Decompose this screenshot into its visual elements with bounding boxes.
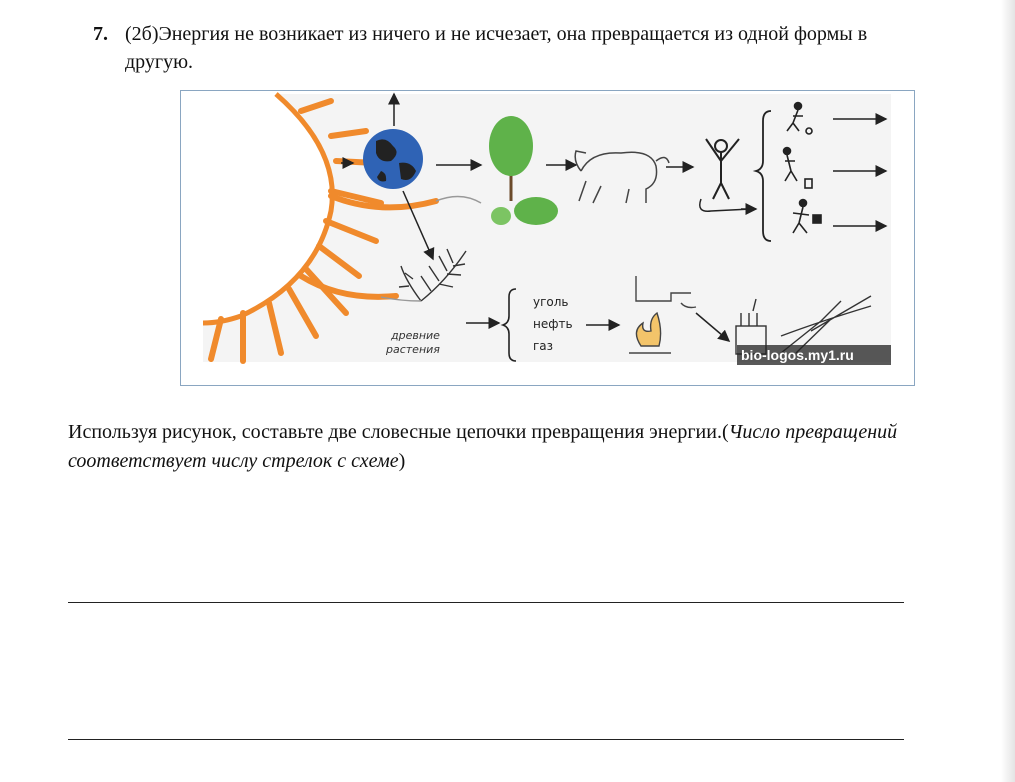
tree-icon — [435, 116, 558, 225]
instruction-text: Используя рисунок, составьте две словесн… — [68, 418, 948, 476]
energy-diagram-svg: древние растения уголь нефть газ bio-lo — [202, 92, 891, 365]
question-number: 7. — [93, 23, 108, 45]
gas-label: газ — [533, 339, 553, 353]
arrow-icon — [695, 312, 731, 342]
instruction-italic: Число превращений соответствует числу ст… — [68, 421, 898, 472]
answer-line-2[interactable] — [68, 739, 904, 740]
coal-label: уголь — [533, 295, 569, 309]
human-icon — [699, 138, 752, 212]
fuel-brace-icon — [500, 288, 517, 362]
brace-icon — [752, 110, 772, 242]
instruction-normal: Используя рисунок, составьте две словесн… — [68, 421, 729, 443]
fire-icon — [629, 276, 697, 354]
arrow-icon — [402, 190, 435, 261]
sun-icon — [202, 92, 439, 364]
watermark-background — [737, 345, 891, 365]
question-text-line1: (2б)Энергия не возникает из ничего и не … — [125, 23, 868, 45]
cow-icon — [574, 150, 670, 204]
question-text-line2: другую. — [125, 51, 194, 73]
question-7: 7. (2б)Энергия не возникает из ничего и н… — [93, 20, 953, 76]
watermark-text: bio-logos.my1.ru — [741, 347, 854, 363]
activity-figures-icon — [782, 101, 822, 234]
ancient-plants-label-2: растения — [385, 343, 440, 356]
answer-line-1[interactable] — [68, 602, 904, 603]
earth-icon — [363, 129, 423, 189]
oil-label: нефть — [533, 317, 573, 331]
fern-icon — [380, 248, 467, 302]
page-edge-shadow — [1001, 0, 1015, 782]
instruction-close: ) — [398, 450, 406, 472]
energy-diagram: древние растения уголь нефть газ bio-lo — [180, 90, 915, 386]
ancient-plants-label-1: древние — [390, 329, 440, 342]
